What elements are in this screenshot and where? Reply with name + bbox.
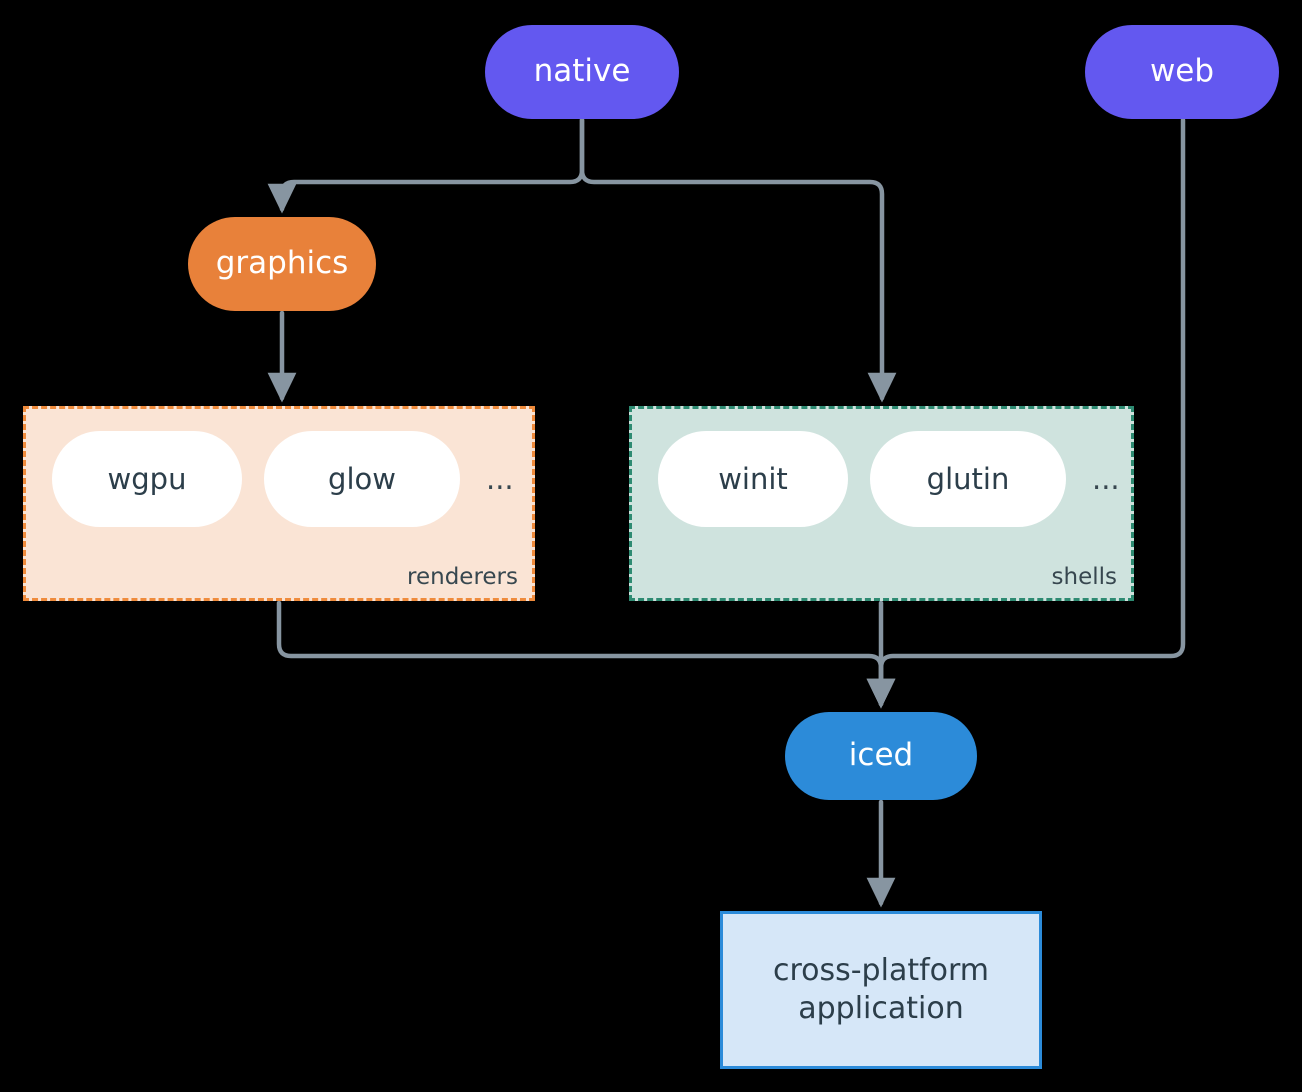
- chip-winit[interactable]: winit: [658, 431, 848, 527]
- renderers-overflow-ellipsis: ...: [486, 462, 514, 496]
- node-application-line2: application: [798, 991, 964, 1026]
- edge-native-to-shells: [579, 117, 897, 403]
- chip-glow-label: glow: [328, 462, 396, 496]
- chip-winit-label: winit: [718, 462, 788, 496]
- node-web[interactable]: web: [1085, 25, 1279, 119]
- chip-glow[interactable]: glow: [264, 431, 460, 527]
- shells-overflow-ellipsis: ...: [1092, 462, 1120, 496]
- group-shells[interactable]: winit glutin ... shells: [629, 406, 1134, 601]
- chip-glutin[interactable]: glutin: [870, 431, 1066, 527]
- node-iced[interactable]: iced: [785, 712, 977, 800]
- shells-chip-row: winit glutin ...: [658, 431, 1120, 527]
- edge-native-to-graphics: [267, 117, 585, 214]
- node-graphics[interactable]: graphics: [188, 217, 376, 311]
- chip-glutin-label: glutin: [926, 462, 1010, 496]
- node-web-label: web: [1149, 53, 1215, 90]
- group-shells-label: shells: [1051, 564, 1117, 590]
- node-graphics-label: graphics: [215, 245, 349, 282]
- group-renderers[interactable]: wgpu glow ... renderers: [23, 406, 535, 601]
- renderers-chip-row: wgpu glow ...: [52, 431, 514, 527]
- chip-wgpu-label: wgpu: [107, 462, 187, 496]
- chip-wgpu[interactable]: wgpu: [52, 431, 242, 527]
- node-native-label: native: [533, 53, 631, 90]
- node-application-line1: cross-platform: [772, 952, 990, 988]
- node-iced-label: iced: [848, 737, 914, 774]
- node-application[interactable]: cross-platform application: [720, 911, 1042, 1069]
- group-renderers-label: renderers: [407, 564, 518, 590]
- node-native[interactable]: native: [485, 25, 679, 119]
- edge-renderers-to-iced: [276, 600, 896, 709]
